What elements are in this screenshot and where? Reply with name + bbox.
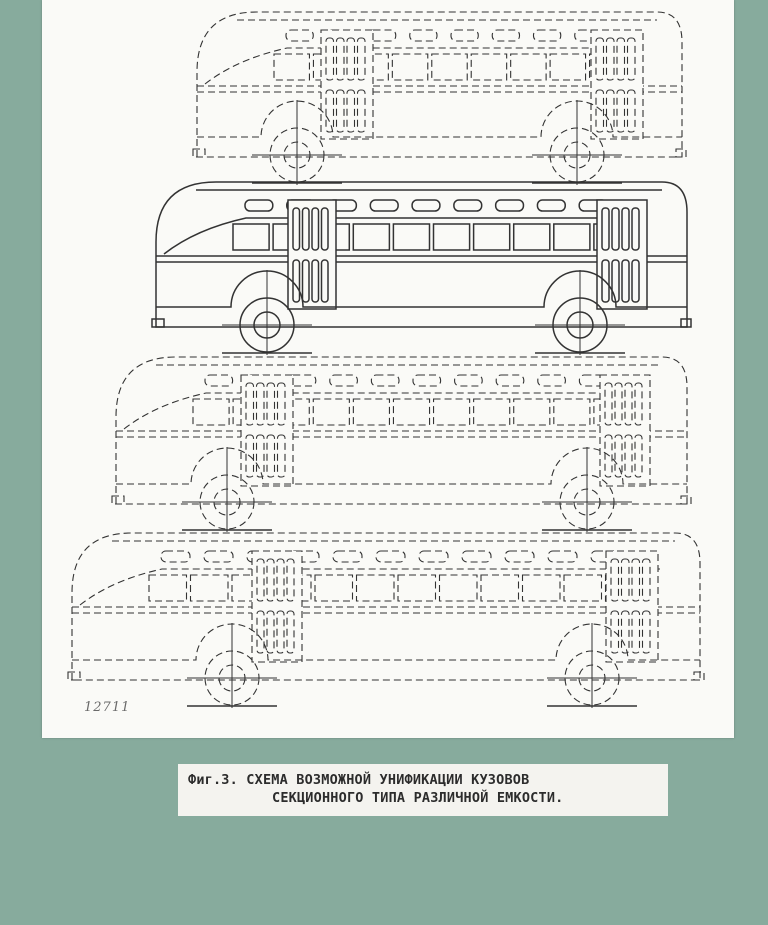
archive-number: 12711 [84, 700, 131, 715]
bus-1-drawing [192, 11, 687, 185]
caption-line-2: СЕКЦИОННОГО ТИПА РАЗЛИЧНОЙ ЕМКОСТИ. [272, 790, 564, 806]
bus-drawings [67, 11, 705, 708]
blueprint-photo: 12711 [42, 0, 734, 738]
bus-4-drawing [67, 532, 705, 708]
figure-caption: Фиг.3. СХЕМА ВОЗМОЖНОЙ УНИФИКАЦИИ КУЗОВО… [178, 764, 668, 816]
bus-2-drawing [151, 181, 692, 355]
caption-line-1: Фиг.3. СХЕМА ВОЗМОЖНОЙ УНИФИКАЦИИ КУЗОВО… [188, 772, 530, 788]
bus-3-drawing [111, 356, 692, 532]
